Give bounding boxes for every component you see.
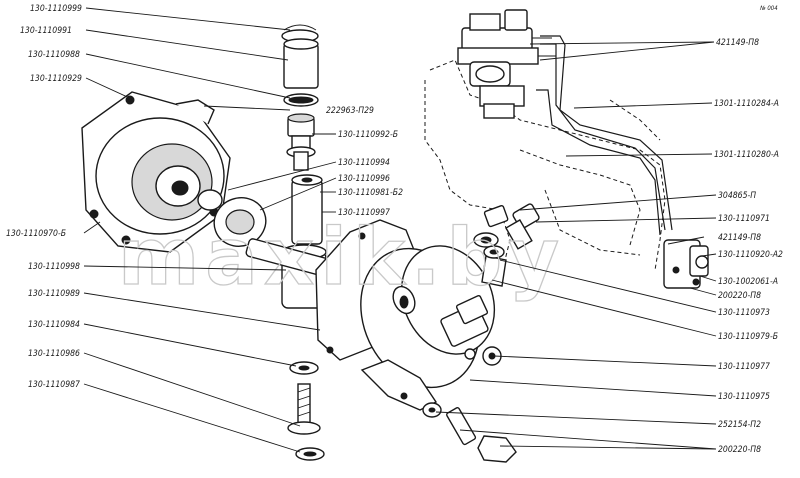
valve-assembly: [286, 113, 316, 171]
solenoid-actuator: [663, 239, 709, 289]
part-label: 1301-1110280-А: [714, 150, 779, 160]
part-label: 200220-П8: [718, 291, 761, 301]
part-label: 421149-П8: [716, 38, 759, 48]
part-label: 130-1110981-Б2: [338, 188, 403, 198]
labels-left: 130-1110999 130-1110991 130-1110988 130-…: [6, 4, 82, 390]
part-label: 130-1110975: [718, 392, 770, 402]
part-label: 130-1002061-А: [718, 277, 778, 287]
governor-body: [315, 219, 507, 411]
bolt-stack: [287, 361, 325, 461]
part-label: 130-1110971: [718, 214, 770, 224]
diaphragm-seal: [197, 189, 267, 247]
upper-fittings: [473, 203, 540, 259]
part-label: 130-1110994: [338, 158, 390, 168]
part-label: 200220-П8: [718, 445, 761, 455]
engine-block-outline: [424, 59, 666, 271]
part-label: 130-1110973: [718, 308, 770, 318]
part-label: 130-1110992-Б: [338, 130, 398, 140]
part-label: 130-1110996: [338, 174, 390, 184]
part-label: 130-1110998: [28, 262, 80, 272]
part-label: 130-1110987: [28, 380, 80, 390]
adjustment-screw: [422, 402, 517, 463]
part-label: 130-1110920-А2: [718, 250, 783, 260]
leader-lines: [83, 7, 717, 453]
part-label: 130-1110970-Б: [6, 229, 66, 239]
governor-housing-cover: [81, 91, 231, 253]
part-label: 130-1110997: [338, 208, 390, 218]
governor-tubes: [536, 35, 673, 236]
labels-right: 421149-П8 1301-1110284-А 1301-1110280-А …: [714, 38, 783, 455]
part-label: 130-1110988: [28, 50, 80, 60]
watermark-text: maxik.by: [118, 213, 565, 303]
part-label: 1301-1110284-А: [714, 99, 779, 109]
part-label: 304865-П: [718, 191, 756, 201]
part-label: 252154-П2: [718, 420, 761, 430]
part-label: 222963-П29: [326, 106, 374, 116]
carburettor: [457, 9, 556, 119]
part-label: 130-1110986: [28, 349, 80, 359]
part-label: 130-1110991: [20, 26, 72, 36]
part-label: 130-1110999: [30, 4, 82, 14]
part-label: 130-1110929: [30, 74, 82, 84]
part-label: 130-1110977: [718, 362, 770, 372]
part-label: 130-1110989: [28, 289, 80, 299]
part-label: 421149-П8: [718, 233, 761, 243]
part-label: 130-1110984: [28, 320, 80, 330]
labels-center: 222963-П29 130-1110992-Б 130-1110994 130…: [326, 106, 403, 218]
part-label: 130-1110979-Б: [718, 332, 778, 342]
spring-cap: [281, 24, 319, 107]
corner-mark: № 004: [759, 5, 778, 12]
